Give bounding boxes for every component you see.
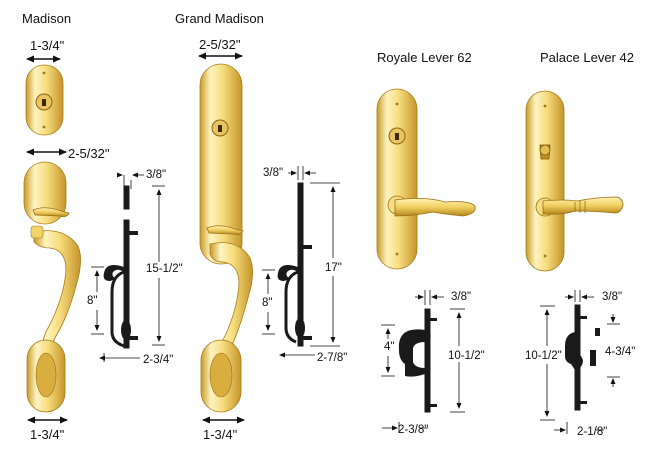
- grand-madison-profile: [277, 182, 312, 347]
- palace-depth-label: 2-1/8": [577, 426, 608, 438]
- madison-height-label: 15-1/2": [146, 263, 183, 275]
- palace-profile-dims: [540, 290, 620, 434]
- madison-plate-width-label: 2-5/32": [68, 146, 110, 161]
- madison-deadbolt-escutcheon: [25, 64, 64, 136]
- royale-lever-height-label: 4": [384, 341, 395, 353]
- royale-height-label: 10-1/2": [448, 350, 485, 362]
- grand-madison-bottom-width-label: 1-3/4": [203, 427, 238, 442]
- palace-lever-plate: [525, 90, 624, 272]
- title-royale-lever: Royale Lever 62: [377, 50, 472, 65]
- palace-height-label: 10-1/2": [525, 350, 562, 362]
- grand-madison-grip-height-label: 8": [262, 297, 273, 309]
- madison-top-width-label: 1-3/4": [30, 38, 65, 53]
- title-palace-lever: Palace Lever 42: [540, 50, 634, 65]
- madison-top-offset-label: 3/8": [146, 169, 167, 181]
- madison-bottom-width-label: 1-3/4": [30, 427, 65, 442]
- grand-madison-profile-dims: [262, 166, 340, 358]
- palace-lever-height-label: 4-3/4": [605, 346, 636, 358]
- royale-depth-label: 2-3/8": [398, 424, 429, 436]
- madison-profile: [103, 185, 138, 349]
- grand-madison-height-label: 17": [325, 262, 342, 274]
- title-grand-madison: Grand Madison: [175, 11, 264, 26]
- palace-top-offset-label: 3/8": [602, 291, 623, 303]
- grand-madison-plate-width-label: 2-5/32": [199, 37, 241, 52]
- grand-madison-top-offset-label: 3/8": [263, 167, 284, 179]
- royale-top-offset-label: 3/8": [451, 291, 472, 303]
- madison-profile-dims: [91, 172, 165, 362]
- madison-handleset: [23, 161, 81, 413]
- royale-lever-plate: [376, 88, 476, 270]
- title-madison: Madison: [22, 11, 72, 26]
- grand-madison-handleset: [199, 63, 253, 413]
- madison-depth-label: 2-3/4": [143, 354, 174, 366]
- royale-profile-dims: [381, 290, 465, 433]
- madison-grip-height-label: 8": [87, 295, 98, 307]
- royale-lever-profile: [398, 308, 437, 413]
- grand-madison-depth-label: 2-7/8": [317, 352, 348, 364]
- palace-lever-profile: [565, 304, 600, 411]
